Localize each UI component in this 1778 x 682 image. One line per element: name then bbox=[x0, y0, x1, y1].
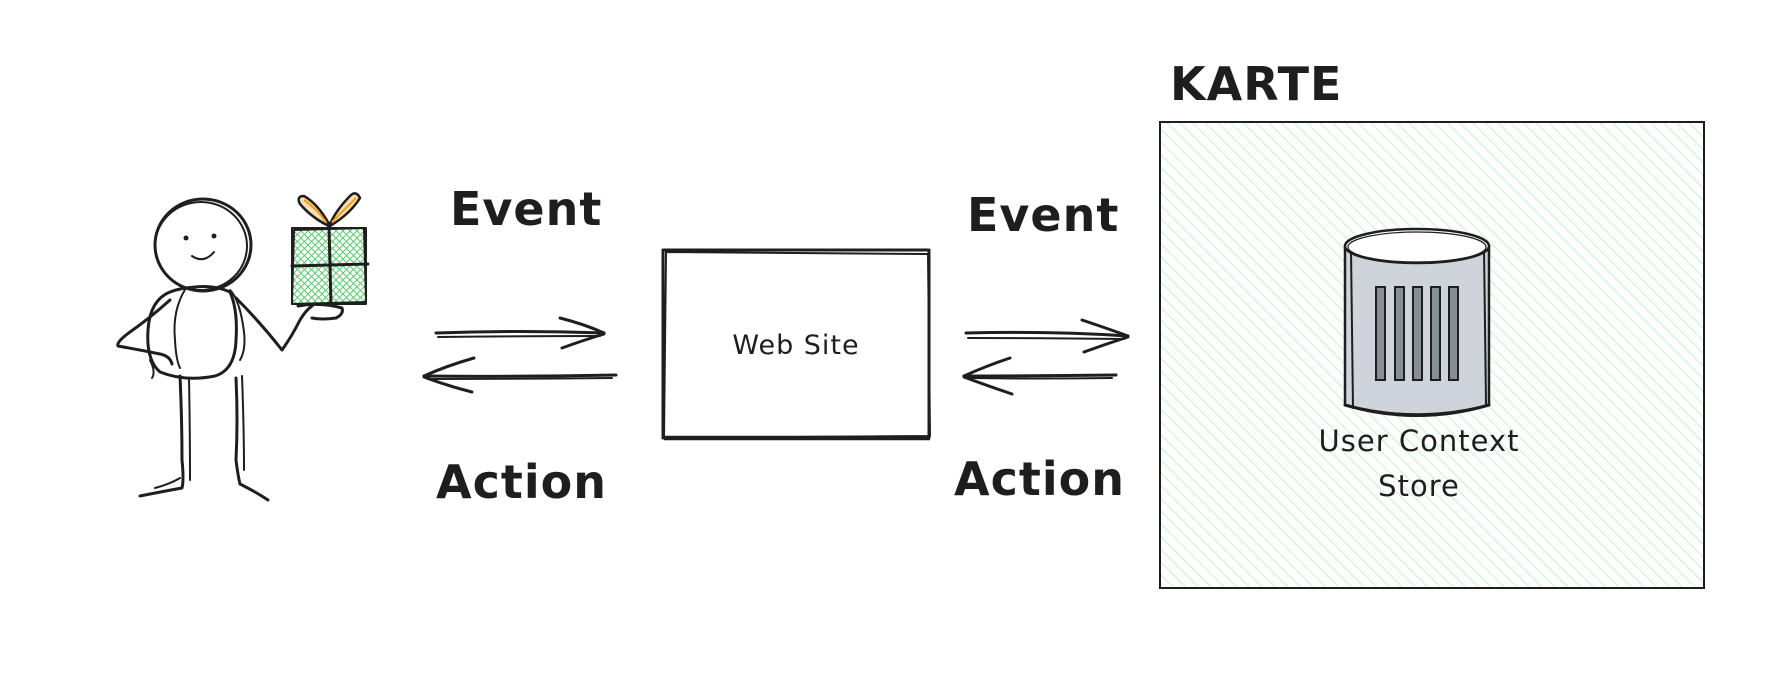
arrow-left-icon bbox=[962, 356, 1118, 396]
arrow-right-icon bbox=[964, 318, 1130, 354]
action-label-right: Action bbox=[954, 452, 1125, 506]
karte-container: KARTE User Context Store bbox=[1159, 57, 1705, 589]
gift-box-icon bbox=[290, 192, 370, 306]
website-label: Web Site bbox=[732, 330, 859, 361]
karte-title: KARTE bbox=[1170, 57, 1342, 111]
left-connection: Event Action bbox=[422, 182, 618, 509]
action-label-left: Action bbox=[436, 455, 607, 509]
store-label-line1: User Context bbox=[1319, 424, 1520, 458]
event-label-left: Event bbox=[450, 182, 602, 236]
arrow-left-icon bbox=[422, 356, 618, 394]
user-figure bbox=[116, 192, 370, 502]
right-connection: Event Action bbox=[954, 188, 1130, 506]
event-label-right: Event bbox=[967, 188, 1119, 242]
website-box: Web Site bbox=[661, 248, 931, 441]
store-label-line2: Store bbox=[1378, 469, 1460, 503]
arrow-right-icon bbox=[434, 316, 606, 350]
database-cylinder-icon bbox=[1343, 227, 1491, 417]
stick-figure-icon bbox=[116, 197, 344, 502]
